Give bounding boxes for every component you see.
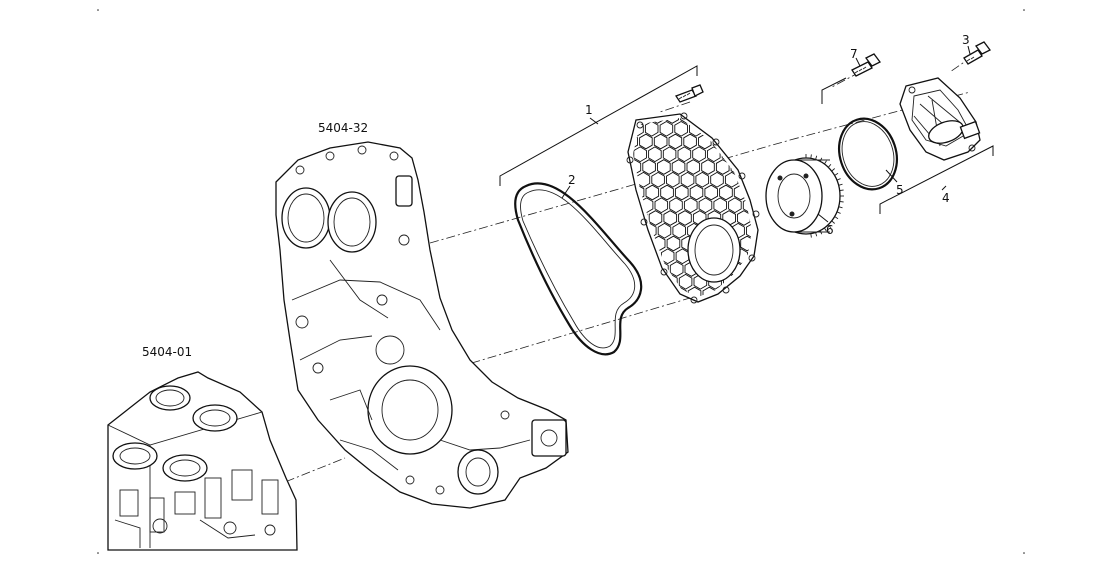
ref-block-label: 5404-01: [142, 345, 192, 359]
toothed-ring: [765, 154, 844, 238]
gear-teeth: [805, 154, 844, 238]
flywheel-housing: [275, 141, 569, 509]
pump-cover: [899, 77, 981, 161]
gasket: [514, 182, 643, 356]
bolt-7: [851, 53, 881, 77]
cover-bolt: [675, 84, 704, 103]
callout-5: 5: [896, 183, 904, 197]
corner-marks: [97, 9, 1025, 554]
bolt-3: [963, 41, 991, 65]
part-callouts: 1 2 3 4 5 6 7: [568, 33, 970, 237]
callout-2: 2: [568, 173, 576, 187]
o-ring: [838, 117, 898, 191]
callout-brackets: [499, 45, 994, 223]
callout-6: 6: [826, 223, 834, 237]
callout-3: 3: [962, 33, 970, 47]
ref-cover-label: 5404-32: [318, 121, 368, 135]
engine-block: [107, 371, 298, 551]
callout-4: 4: [942, 191, 950, 205]
reference-labels: 5404-32 5404-01: [142, 121, 368, 359]
callout-7: 7: [850, 47, 858, 61]
callout-1: 1: [585, 103, 593, 117]
